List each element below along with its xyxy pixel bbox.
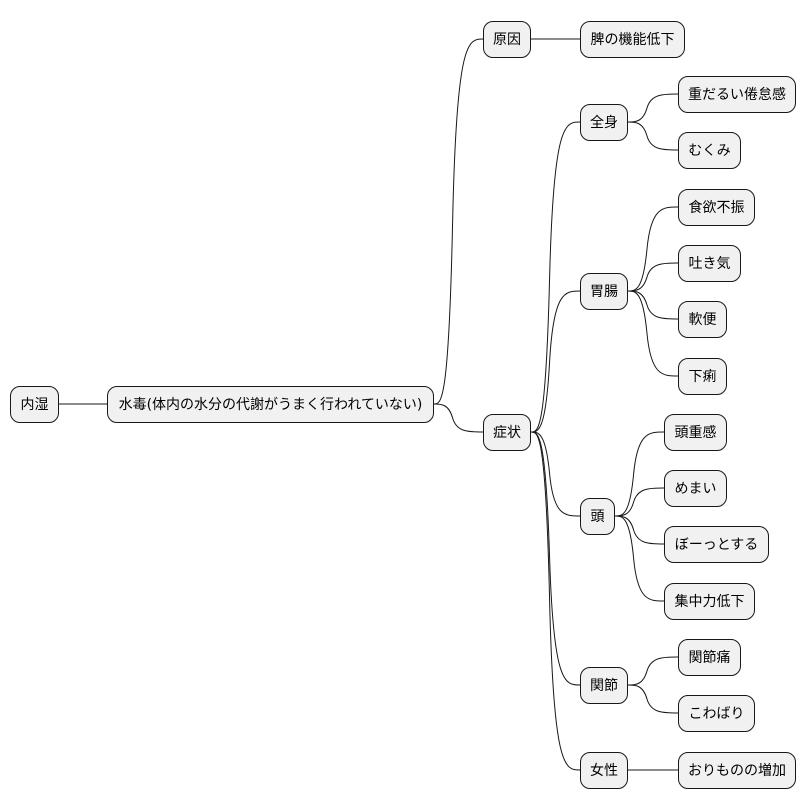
joints-item-node[interactable]: こわばり — [678, 695, 755, 732]
whole-body-item-node[interactable]: 重だるい倦怠感 — [678, 76, 796, 113]
cause-item-node[interactable]: 脾の機能低下 — [580, 21, 685, 58]
women-node[interactable]: 女性 — [580, 752, 628, 789]
connector-line — [627, 206, 679, 292]
connector-line — [530, 290, 581, 433]
stomach-item-node[interactable]: 下痢 — [678, 358, 727, 395]
connector-line — [433, 38, 484, 405]
head-item-node[interactable]: めまい — [664, 470, 727, 507]
connector-line — [627, 121, 679, 151]
connector-line — [530, 431, 581, 686]
connector-line — [627, 93, 679, 123]
whole-body-node[interactable]: 全身 — [580, 104, 628, 141]
connector-line — [433, 403, 484, 433]
root-node[interactable]: 内湿 — [10, 386, 59, 423]
connector-line — [627, 290, 679, 377]
symptoms-node[interactable]: 症状 — [483, 414, 531, 451]
connector-line — [614, 487, 665, 517]
women-item-node[interactable]: おりものの増加 — [678, 752, 796, 789]
stomach-item-node[interactable]: 軟便 — [678, 301, 727, 338]
head-node[interactable]: 頭 — [580, 498, 615, 535]
connector-line — [614, 515, 665, 602]
connector-line — [627, 684, 679, 714]
connector-line — [627, 262, 679, 292]
stomach-item-node[interactable]: 食欲不振 — [678, 189, 755, 226]
head-item-node[interactable]: ぼーっとする — [664, 526, 769, 563]
stomach-item-node[interactable]: 吐き気 — [678, 245, 741, 282]
head-item-node[interactable]: 集中力低下 — [664, 583, 755, 620]
connector-line — [530, 431, 581, 517]
connector-line — [530, 431, 581, 771]
connector-line — [614, 431, 665, 517]
cause-node[interactable]: 原因 — [483, 21, 531, 58]
joints-node[interactable]: 関節 — [580, 667, 628, 704]
connector-line — [627, 656, 679, 686]
joints-item-node[interactable]: 関節痛 — [678, 639, 741, 676]
center-node[interactable]: 水毒(体内の水分の代謝がうまく行われていない) — [107, 386, 434, 423]
connector-line — [614, 515, 665, 545]
head-item-node[interactable]: 頭重感 — [664, 414, 727, 451]
connector-line — [627, 290, 679, 320]
whole-body-item-node[interactable]: むくみ — [678, 132, 741, 169]
stomach-node[interactable]: 胃腸 — [580, 273, 628, 310]
connector-line — [530, 121, 581, 433]
